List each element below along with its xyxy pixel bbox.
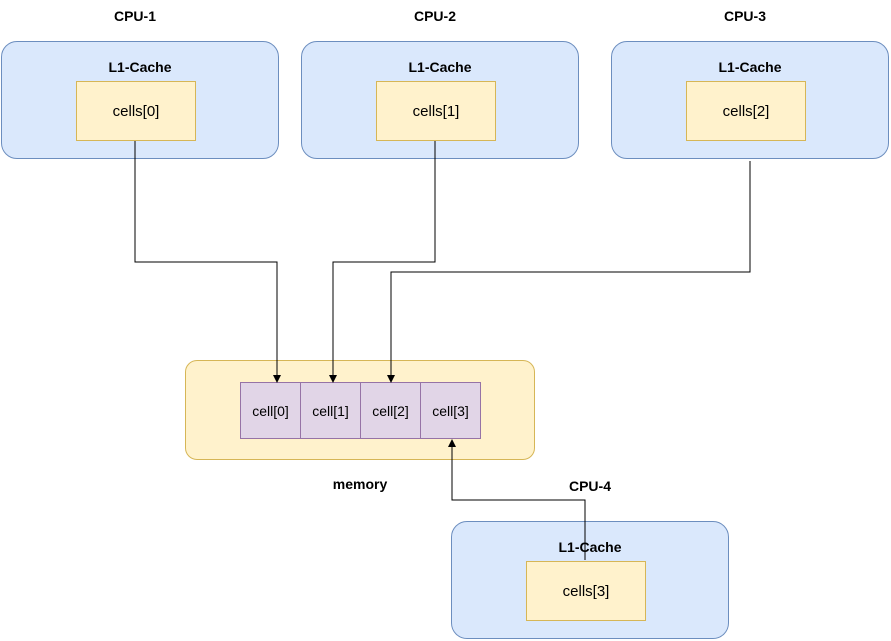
connector-cpu1-cell0 bbox=[134, 141, 278, 376]
l1-cache-label: L1-Cache bbox=[408, 59, 472, 75]
l1-cache-label: L1-Cache bbox=[558, 539, 622, 555]
cpu-4-title: CPU-4 bbox=[568, 478, 611, 494]
cpu-1-title: CPU-1 bbox=[113, 8, 156, 24]
cpu-2-cell: cells[1] bbox=[376, 81, 496, 141]
cpu-2-title: CPU-2 bbox=[413, 8, 456, 24]
cpu-3-cache-box: L1-Cache cells[2] bbox=[611, 41, 889, 159]
memory-cell-3: cell[3] bbox=[432, 402, 469, 419]
memory-cell-0: cell[0] bbox=[241, 383, 301, 438]
arrowhead-cell1 bbox=[329, 375, 337, 383]
l1-cache-label: L1-Cache bbox=[108, 59, 172, 75]
cpu-3-title: CPU-3 bbox=[723, 8, 766, 24]
memory-label: memory bbox=[332, 476, 388, 492]
connector-cpu3-cell2 bbox=[390, 161, 751, 376]
cpu-3-cell: cells[2] bbox=[686, 81, 806, 141]
cpu-4-cache-box: L1-Cache cells[3] bbox=[451, 521, 729, 639]
cpu-2-cache-box: L1-Cache cells[1] bbox=[301, 41, 579, 159]
cpu-4-cell: cells[3] bbox=[526, 561, 646, 621]
cpu-1-cache-box: L1-Cache cells[0] bbox=[1, 41, 279, 159]
arrowhead-cell3 bbox=[448, 439, 456, 447]
memory-cells: cell[0] cell[1] cell[2] cell[3] bbox=[240, 382, 481, 439]
cpu-1-cell: cells[0] bbox=[76, 81, 196, 141]
arrowhead-cell0 bbox=[273, 375, 281, 383]
memory-cell-1: cell[1] bbox=[301, 383, 361, 438]
connector-cpu4-cell3 bbox=[451, 446, 586, 560]
connector-cpu2-cell1 bbox=[332, 141, 436, 376]
l1-cache-label: L1-Cache bbox=[718, 59, 782, 75]
arrowhead-cell2 bbox=[387, 375, 395, 383]
memory-cell-2: cell[2] bbox=[361, 383, 421, 438]
